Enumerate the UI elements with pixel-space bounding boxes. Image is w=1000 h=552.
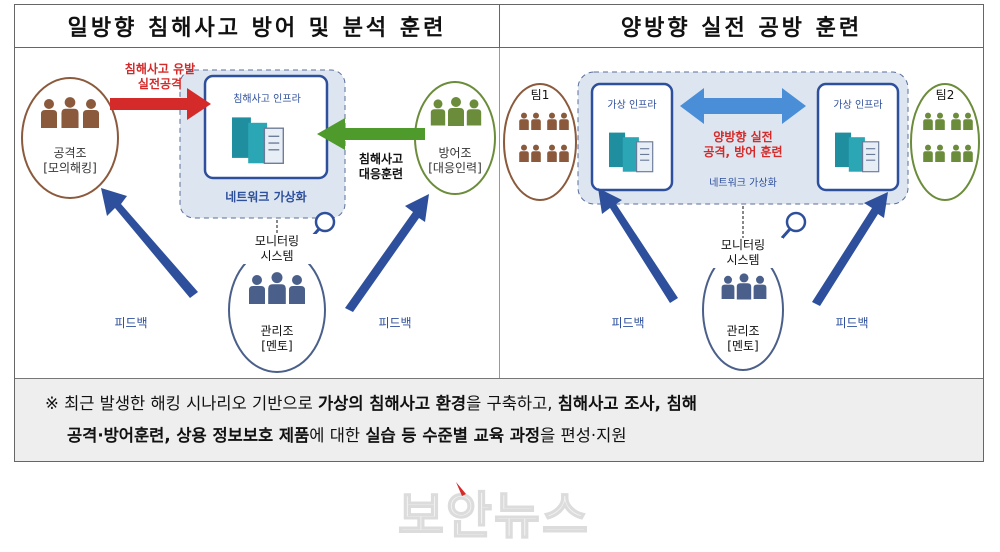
attack-team-label: 공격조 [모의해킹] (29, 146, 111, 176)
defense-team-label-1: 방어조 (438, 146, 472, 160)
exchange-label: 양방향 실전 공격, 방어 훈련 (688, 130, 798, 160)
exchange-label-2: 공격, 방어 훈련 (703, 145, 783, 159)
manager-label-right-1: 관리조 (726, 324, 760, 338)
team2-label: 팀2 (935, 88, 955, 102)
note-mark: ※ (45, 394, 59, 413)
defense-arrow (317, 118, 425, 150)
feedback-label-left-right-panel: 피드백 (611, 316, 645, 330)
magnifier-icon-right (785, 211, 807, 233)
monitoring-label: 모니터링 시스템 (237, 234, 317, 264)
monitoring-label-right-1: 모니터링 (720, 238, 766, 252)
infra-label: 침해사고 인프라 (233, 94, 301, 105)
feedback-arrow-right-right-panel (812, 192, 888, 306)
attack-arrow-label-1: 침해사고 유발 (124, 62, 196, 76)
team1-circle (503, 83, 577, 201)
note-text-1: 최근 발생한 해킹 시나리오 기반으로 (58, 394, 318, 413)
exchange-arrow (680, 88, 806, 124)
feedback-arrow-right (345, 194, 429, 312)
one-way-diagram (21, 69, 496, 373)
note-text-2: 을 구축하고, (466, 394, 558, 413)
feedback-label-left: 피드백 (114, 316, 148, 330)
team1-label: 팀1 (530, 88, 550, 102)
network-label-right: 네트워크 가상화 (709, 178, 777, 189)
manager-label-1: 관리조 (260, 324, 294, 338)
attack-arrow (110, 88, 211, 120)
monitoring-label-right-2: 시스템 (726, 253, 760, 267)
diagram-frame: 일방향 침해사고 방어 및 분석 훈련 양방향 실전 공방 훈련 (14, 4, 984, 462)
manager-icon (249, 272, 305, 304)
monitoring-label-right: 모니터링 시스템 (703, 238, 783, 268)
virtual-infra-label-right: 가상 인프라 (833, 100, 883, 111)
note-bold-2: 침해사고 조사, 침해 (557, 394, 697, 413)
monitoring-label-2: 시스템 (260, 249, 294, 263)
two-way-diagram (503, 71, 980, 371)
attack-team-icon (41, 97, 99, 128)
exchange-label-1: 양방향 실전 (713, 130, 773, 144)
defense-team-icon (430, 97, 482, 126)
network-label: 네트워크 가상화 (225, 190, 307, 204)
manager-label-right-2: [멘토] (727, 339, 759, 353)
left-title: 일방향 침해사고 방어 및 분석 훈련 (15, 5, 500, 48)
monitoring-label-1: 모니터링 (254, 234, 300, 248)
attack-team-label-2: [모의해킹] (43, 161, 97, 175)
footnote: ※ 최근 발생한 해킹 시나리오 기반으로 가상의 침해사고 환경을 구축하고,… (15, 378, 983, 461)
feedback-label-right: 피드백 (378, 316, 412, 330)
manager-label-right: 관리조 [멘토] (703, 324, 783, 354)
note-bold-3: 공격·방어훈련, 상용 정보보호 제품 (67, 426, 310, 445)
feedback-label-right-right-panel: 피드백 (835, 316, 869, 330)
note-text-4: 을 편성·지원 (540, 426, 627, 445)
defense-team-label-2: [대응인력] (428, 161, 482, 175)
watermark-logo: 보안뉴스 (397, 486, 590, 546)
note-bold-4: 실습 등 수준별 교육 과정 (365, 426, 541, 445)
watermark-pen-icon (456, 482, 466, 496)
defense-arrow-label-1: 침해사고 (358, 152, 404, 166)
attack-arrow-label: 침해사고 유발 실전공격 (105, 62, 215, 92)
attack-team-circle (21, 77, 119, 199)
magnifier-icon (314, 211, 336, 233)
note-bold-1: 가상의 침해사고 환경 (318, 394, 467, 413)
note-indent (45, 426, 67, 445)
manager-icon-right (721, 273, 767, 300)
attack-arrow-label-2: 실전공격 (137, 77, 183, 91)
note-text-3: 에 대한 (309, 426, 366, 445)
feedback-arrow-left (101, 188, 198, 298)
attack-team-label-1: 공격조 (53, 146, 87, 160)
manager-label: 관리조 [멘토] (237, 324, 317, 354)
two-way-panel: 팀1 팀2 가상 인프라 가상 인프라 양방향 실전 공격, 방어 훈련 네트워… (500, 48, 983, 378)
defense-team-label: 방어조 [대응인력] (419, 146, 491, 176)
right-title: 양방향 실전 공방 훈련 (500, 5, 983, 48)
feedback-arrow-left-right-panel (598, 188, 678, 303)
defense-arrow-label: 침해사고 대응훈련 (343, 152, 419, 182)
virtual-infra-label-left: 가상 인프라 (607, 100, 657, 111)
defense-arrow-label-2: 대응훈련 (358, 167, 404, 181)
manager-label-2: [멘토] (261, 339, 293, 353)
one-way-panel: 침해사고 유발 실전공격 침해사고 인프라 네트워크 가상화 침해사고 대응훈련… (15, 48, 500, 378)
